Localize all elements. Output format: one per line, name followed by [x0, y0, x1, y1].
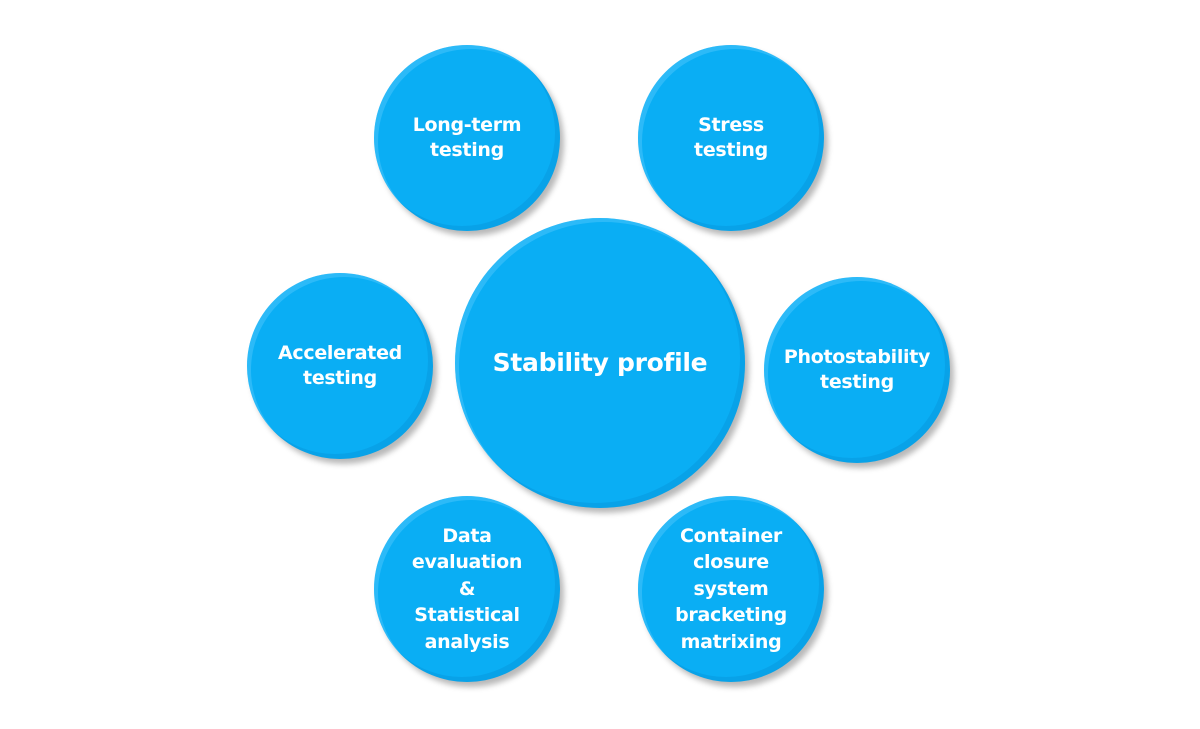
- node-photostability-testing: Photostability testing: [764, 277, 950, 463]
- node-long-term-testing: Long-term testing: [374, 45, 560, 231]
- node-label: Data evaluation & Statistical analysis: [411, 524, 523, 653]
- node-label: Photostability testing: [783, 346, 931, 393]
- node-container-closure-bracketing-matrixing: Container closure system bracketing matr…: [638, 496, 824, 682]
- node-label: Long-term testing: [412, 114, 522, 161]
- node-label: Container closure system bracketing matr…: [675, 524, 787, 653]
- center-node-label: Stability profile: [492, 347, 708, 377]
- node-label: Stress testing: [694, 114, 768, 161]
- center-node-stability-profile: Stability profile: [455, 218, 745, 508]
- node-accelerated-testing: Accelerated testing: [247, 273, 433, 459]
- node-stress-testing: Stress testing: [638, 45, 824, 231]
- node-data-evaluation-statistical-analysis: Data evaluation & Statistical analysis: [374, 496, 560, 682]
- node-label: Accelerated testing: [278, 342, 402, 389]
